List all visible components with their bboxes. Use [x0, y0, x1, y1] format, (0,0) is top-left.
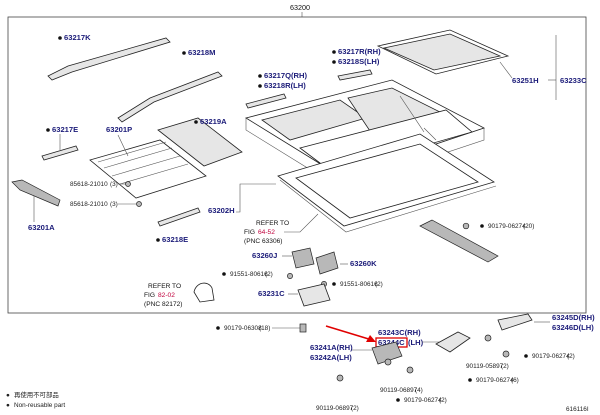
bracket-63231C: [297, 283, 331, 307]
label-90179-06274-c[interactable]: 90179-06274: [404, 397, 442, 404]
label-90179-06274-b[interactable]: 90179-06274: [532, 353, 570, 360]
refer-text-1: REFER TO: [256, 220, 289, 227]
rail-part: [419, 219, 499, 263]
strip-63218M: [117, 71, 223, 123]
svg-text:(2): (2): [567, 353, 575, 360]
strip-63218E: [157, 207, 201, 227]
svg-text:(PNC 63306): (PNC 63306): [244, 238, 282, 245]
strip-63217R: [337, 69, 373, 81]
guide-part: [435, 331, 471, 353]
label-63201A[interactable]: 63201A: [28, 223, 55, 232]
figure-link-82-02[interactable]: 82-02: [158, 292, 175, 299]
trim-63201A: [11, 179, 61, 207]
label-63241A[interactable]: 63241A(RH): [310, 343, 353, 352]
label-63260J[interactable]: 63260J: [252, 251, 277, 260]
label-63219A[interactable]: 63219A: [200, 117, 227, 126]
svg-text:(2): (2): [265, 271, 273, 278]
svg-text:(20): (20): [523, 223, 534, 230]
svg-text:FIG: FIG: [244, 229, 255, 236]
svg-text:(2): (2): [375, 281, 383, 288]
label-90119-06897-4[interactable]: 90119-06897: [380, 387, 418, 394]
label-63202H[interactable]: 63202H: [208, 206, 235, 215]
svg-text:(4): (4): [415, 387, 423, 394]
motor-63260J: [291, 247, 315, 269]
label-90179-06274-6[interactable]: 90179-06274: [476, 377, 514, 384]
assembly-number-63200[interactable]: 63200: [290, 3, 310, 12]
svg-text:(6): (6): [511, 377, 519, 384]
label-63243C[interactable]: 63243C(RH): [378, 328, 421, 337]
svg-text:(18): (18): [259, 325, 270, 332]
strip-63217Q: [245, 93, 287, 109]
svg-text:(2): (2): [501, 363, 509, 370]
label-63231C[interactable]: 63231C: [258, 289, 285, 298]
label-63246D[interactable]: 63246D(LH): [552, 323, 594, 332]
label-91551-80616-a[interactable]: 91551-80616: [230, 271, 268, 278]
svg-text:(PNC 82172): (PNC 82172): [144, 301, 182, 308]
label-63218R[interactable]: 63218R(LH): [264, 81, 306, 90]
label-90179-06274-20[interactable]: 90179-06274: [488, 223, 526, 230]
svg-text:(3): (3): [110, 201, 118, 208]
assembly-frame: [7, 16, 587, 314]
label-63217Q[interactable]: 63217Q(RH): [264, 71, 308, 80]
legend-marker-2: ●: [6, 402, 10, 409]
svg-text:(3): (3): [110, 181, 118, 188]
figure-link-64-52[interactable]: 64-52: [258, 229, 275, 236]
label-63218M[interactable]: 63218M: [188, 48, 215, 57]
label-63217R[interactable]: 63217R(RH): [338, 47, 381, 56]
svg-text:(LH): (LH): [408, 338, 424, 347]
refer-text-2: REFER TO: [148, 283, 181, 290]
sunshade-63201P: [89, 139, 207, 199]
label-90119-06897-2[interactable]: 90119-06897: [316, 405, 354, 412]
svg-text:FIG: FIG: [144, 292, 155, 299]
wire-harness-clip: [193, 282, 215, 303]
label-63217E[interactable]: 63217E: [52, 125, 78, 134]
label-63233C[interactable]: 63233C: [560, 76, 587, 85]
legend-text-en: Non-reusable part: [14, 402, 65, 409]
label-85618-21010-a[interactable]: 85618-21010: [70, 181, 108, 188]
label-63242A[interactable]: 63242A(LH): [310, 353, 352, 362]
panel-63219A: [157, 117, 243, 167]
strip-63217E: [41, 145, 79, 161]
label-63201P[interactable]: 63201P: [106, 125, 132, 134]
label-63217K[interactable]: 63217K: [64, 33, 91, 42]
label-63245D[interactable]: 63245D(RH): [552, 313, 595, 322]
label-63218E[interactable]: 63218E: [162, 235, 188, 244]
svg-text:(2): (2): [439, 397, 447, 404]
figure-id: 616116I: [566, 406, 589, 413]
deflector-arm-63245D: [497, 313, 533, 331]
label-90179-06308[interactable]: 90179-06308: [224, 325, 262, 332]
label-85618-21010-b[interactable]: 85618-21010: [70, 201, 108, 208]
legend-text-jp: 再使用不可部品: [14, 390, 59, 399]
label-91551-80616-b[interactable]: 91551-80616: [340, 281, 378, 288]
guide-63241A: [371, 341, 403, 365]
strip-63217K: [47, 37, 171, 81]
highlight-arrow: [325, 325, 373, 341]
label-63251H[interactable]: 63251H: [512, 76, 539, 85]
label-63244C[interactable]: 63244C: [378, 338, 405, 347]
motor-63260K: [315, 251, 339, 275]
legend-marker: ●: [6, 392, 10, 399]
label-90119-05897[interactable]: 90119-05897: [466, 363, 504, 370]
svg-text:(2): (2): [351, 405, 359, 412]
label-63260K[interactable]: 63260K: [350, 259, 377, 268]
sunroof-housing-63202H: [244, 79, 497, 233]
label-63218S[interactable]: 63218S(LH): [338, 57, 380, 66]
